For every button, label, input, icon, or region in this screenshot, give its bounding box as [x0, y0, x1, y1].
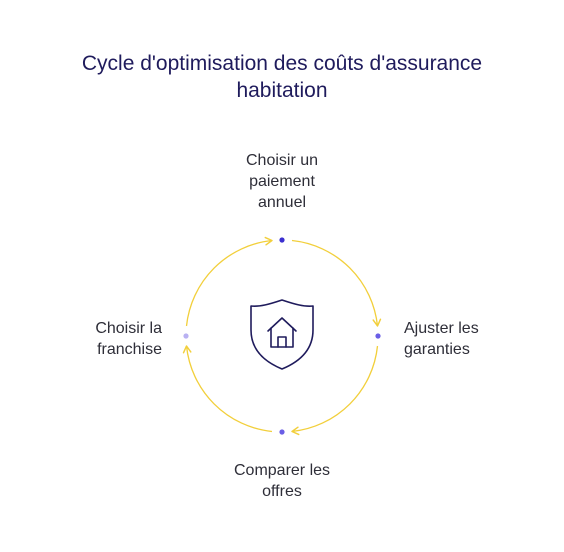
shield-house-icon	[250, 299, 314, 370]
step-label-line: annuel	[257, 194, 307, 211]
cycle-arrow-top-right	[291, 239, 382, 327]
step-label-line: offres	[262, 483, 302, 500]
title-line-1: Cycle d'optimisation des coûts d'assuran…	[81, 52, 483, 75]
step-label-line: Choisir un	[245, 152, 319, 169]
step-label-line: Ajuster les	[404, 320, 479, 337]
step-label-annual-payment: Choisir un paiement annuel	[222, 150, 342, 213]
step-label-adjust-coverage: Ajuster les garanties	[404, 318, 524, 360]
step-node-right	[375, 333, 381, 339]
step-label-line: franchise	[97, 341, 162, 358]
cycle-arrow-top-left	[185, 236, 273, 327]
cycle-arrow-bottom-right	[291, 345, 379, 436]
step-label-deductible: Choisir la franchise	[40, 318, 162, 360]
step-label-compare-offers: Comparer les offres	[202, 460, 362, 502]
cycle-arrow-bottom-left	[182, 345, 273, 433]
step-label-line: Comparer les	[233, 462, 331, 479]
step-label-line: Choisir la	[95, 320, 162, 337]
step-label-line: garanties	[404, 341, 470, 358]
diagram-title: Cycle d'optimisation des coûts d'assuran…	[0, 50, 564, 104]
step-node-top	[279, 237, 285, 243]
step-label-line: paiement	[249, 173, 315, 190]
step-node-left	[183, 333, 189, 339]
title-line-2: habitation	[236, 79, 328, 102]
step-node-bottom	[279, 429, 285, 435]
